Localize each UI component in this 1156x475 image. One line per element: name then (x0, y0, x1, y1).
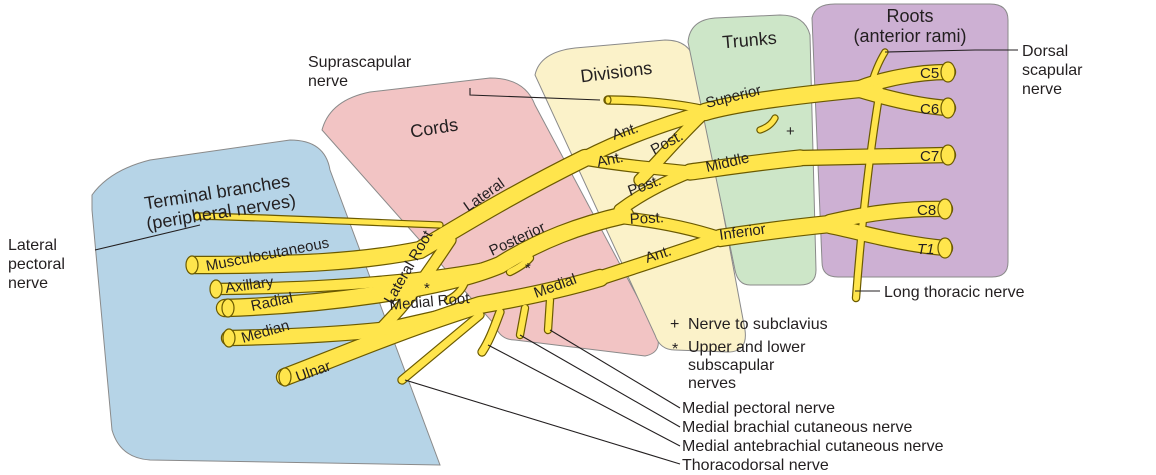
roots-title: Roots (886, 6, 933, 26)
legend-star-line3: nerves (688, 375, 736, 392)
medial-pectoral-nerve (548, 300, 550, 330)
long-thoracic-label: Long thoracic nerve (884, 284, 1025, 301)
thoracodorsal-label: Thoracodorsal nerve (682, 457, 829, 474)
lateral-pectoral-label-line1: Lateral (8, 237, 57, 254)
root-label-c7: C7 (920, 148, 939, 165)
lateral-pectoral-label-line2: pectoral (8, 256, 65, 273)
legend-star-line1: Upper and lower (688, 339, 806, 356)
subclavius-plus-mark: + (786, 123, 795, 140)
root-label-c5: C5 (920, 65, 939, 82)
medial-antebrachial-label: Medial antebrachial cutaneous nerve (682, 438, 944, 455)
dorsal-scapular-label-line1: Dorsal (1022, 43, 1068, 60)
medial-pectoral-label: Medial pectoral nerve (682, 400, 835, 417)
division-label-post-inferior: Post. (629, 209, 664, 228)
subscapular-star-mark-2: * (525, 260, 531, 277)
legend-star-symbol: * (672, 341, 678, 358)
root-label-c8: C8 (917, 202, 936, 219)
root-label-t1: T1 (917, 241, 935, 258)
legend-plus-text: Nerve to subclavius (688, 316, 828, 333)
dorsal-scapular-label-line2: scapular (1022, 62, 1083, 79)
root-label-c6: C6 (920, 101, 939, 118)
suprascapular-label-line2: nerve (308, 73, 348, 90)
subscapular-star-mark-1: * (424, 280, 430, 297)
legend-plus-symbol: + (670, 316, 679, 333)
legend-star-line2: subscapular (688, 357, 775, 374)
medial-brachial-label: Medial brachial cutaneous nerve (682, 419, 912, 436)
lateral-pectoral-label-line3: nerve (8, 275, 48, 292)
suprascapular-label-line1: Suprascapular (308, 54, 412, 71)
dorsal-scapular-label-line3: nerve (1022, 81, 1062, 98)
roots-subtitle: (anterior rami) (853, 26, 966, 46)
